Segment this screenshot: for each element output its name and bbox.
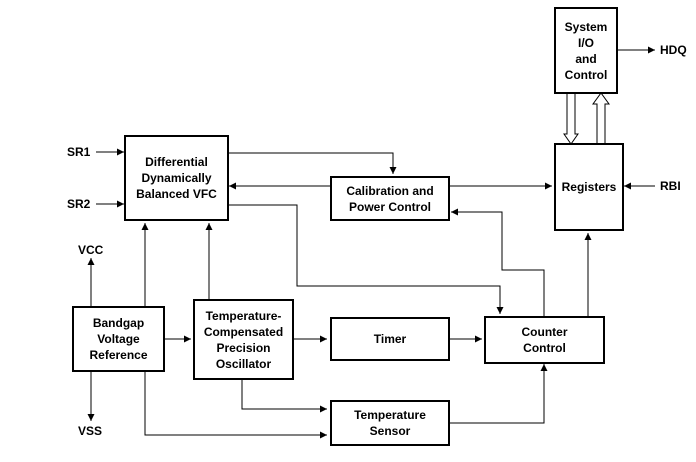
registers-block: Registers: [554, 143, 624, 231]
wire-vfc-calibration: [226, 152, 397, 174]
hdq-label: HDQ: [660, 43, 687, 57]
vss-label: VSS: [78, 424, 103, 438]
sr2-label: SR2: [67, 197, 91, 211]
bus-sysio-to-registers: [563, 93, 579, 145]
rbi-label: RBI: [660, 179, 681, 193]
vfc-block: Differential Dynamically Balanced VFC: [124, 135, 229, 221]
wire-bandgap-sensor: [144, 371, 327, 439]
system-io-control-block: System I/O and Control: [554, 7, 618, 94]
wire-sensor-counter: [450, 364, 548, 424]
counter-control-block: Counter Control: [484, 316, 605, 364]
wire-vfc-counter: [228, 204, 504, 314]
wire-oscillator-sensor: [241, 380, 327, 413]
calibration-power-block: Calibration and Power Control: [330, 176, 450, 221]
timer-block: Timer: [330, 317, 450, 361]
sr1-label: SR1: [67, 145, 91, 159]
oscillator-block: Temperature- Compensated Precision Oscil…: [193, 299, 294, 380]
wire-counter-calibration: [451, 208, 545, 316]
temperature-sensor-block: Temperature Sensor: [330, 400, 450, 446]
bus-registers-to-sysio: [592, 92, 610, 144]
vcc-label: VCC: [78, 243, 104, 257]
bandgap-block: Bandgap Voltage Reference: [72, 306, 165, 372]
